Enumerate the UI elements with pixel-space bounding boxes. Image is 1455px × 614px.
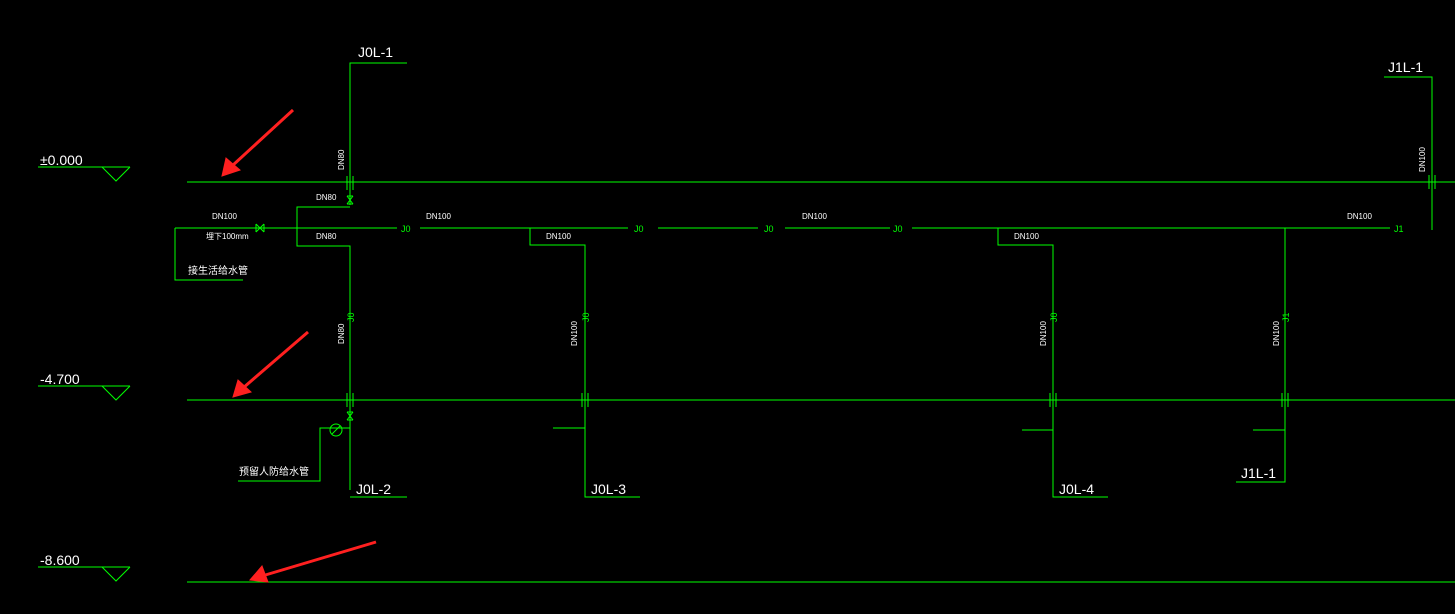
riser-j0l1: [349, 62, 407, 205]
pipe-label: DN100: [1014, 232, 1039, 241]
riser-tag-j0l4: J0L-4: [1059, 481, 1094, 497]
depth-note: 埋下100mm: [206, 231, 249, 241]
pipe-label: DN100: [1418, 147, 1427, 172]
riser-tag-j0l3: J0L-3: [591, 481, 626, 497]
line-code: J0: [346, 312, 356, 322]
branch-j0l3: [529, 228, 640, 498]
pipe-label: DN80: [316, 193, 337, 202]
pipe-label: DN100: [546, 232, 571, 241]
pipe-label: DN80: [337, 149, 346, 170]
connect-domestic-note: 接生活给水管: [188, 264, 248, 277]
riser-tag-j1l1-top: J1L-1: [1388, 59, 1423, 75]
branch-j0l4: [997, 228, 1108, 498]
pipe-label: DN100: [426, 212, 451, 221]
pipe-label: DN80: [337, 323, 346, 344]
riser-j1l1-top: [1384, 76, 1433, 230]
line-code: J0: [581, 312, 591, 322]
pipe-label: DN100: [212, 212, 237, 221]
elevation-marker-icon: [38, 166, 131, 582]
pipe-label: DN100: [1347, 212, 1372, 221]
valve-icon: [255, 195, 354, 421]
pipe-label: DN100: [570, 321, 579, 346]
reserved-civil-defense-note: 预留人防给水管: [239, 465, 309, 478]
line-code: J1: [1394, 224, 1404, 234]
line-code: J0: [893, 224, 903, 234]
elevation-0: ±0.000: [40, 152, 83, 168]
branch-j1l1: [1236, 227, 1390, 483]
elevation-8600: -8.600: [40, 552, 80, 568]
line-code: J0: [634, 224, 644, 234]
line-code: J0: [1049, 312, 1059, 322]
pipe-label: DN80: [316, 232, 337, 241]
pipe-label: DN100: [802, 212, 827, 221]
flange-icon: [346, 175, 1436, 407]
line-code: J0: [764, 224, 774, 234]
line-code: J1: [1281, 312, 1291, 322]
pipe-label: DN100: [1272, 321, 1281, 346]
riser-tag-j1l1-bottom: J1L-1: [1241, 465, 1276, 481]
meter-icon: [329, 423, 343, 437]
riser-tag-j0l2: J0L-2: [356, 481, 391, 497]
line-code: J0: [401, 224, 411, 234]
riser-tag-j0l1: J0L-1: [358, 44, 393, 60]
arrow-annotation-icon: [221, 108, 377, 583]
elevation-4700: -4.700: [40, 371, 80, 387]
pipe-label: DN100: [1039, 321, 1048, 346]
